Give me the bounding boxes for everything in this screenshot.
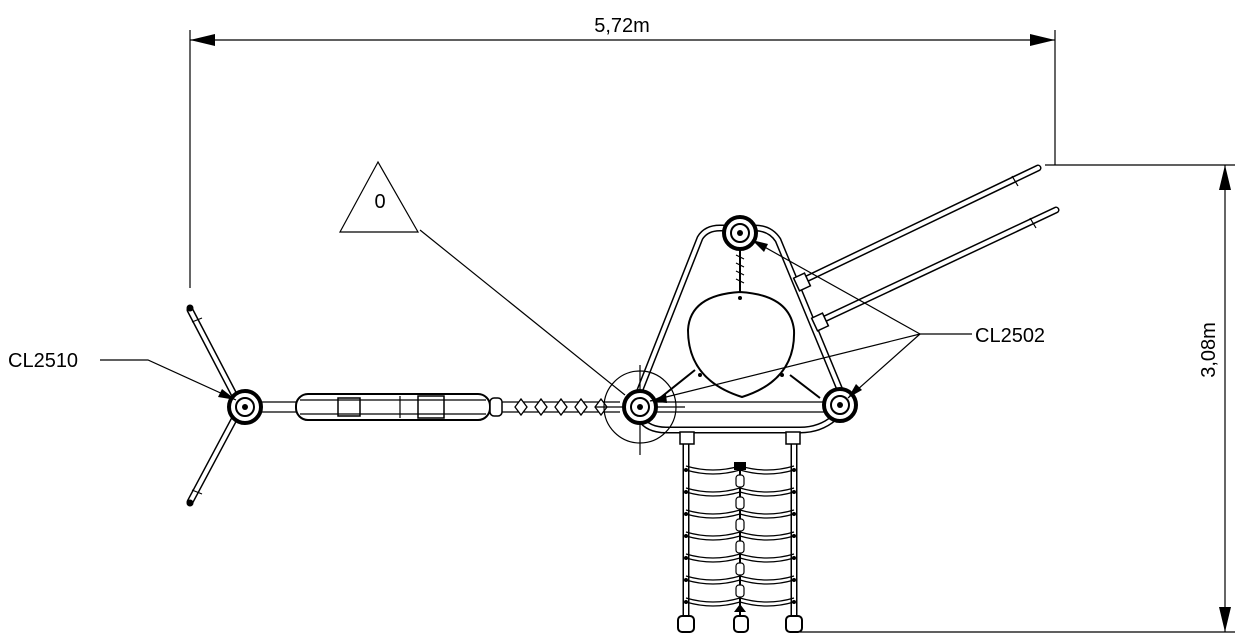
climbing-net bbox=[677, 431, 803, 633]
post-centre bbox=[595, 365, 685, 455]
callout-cl2502: CL2502 bbox=[649, 239, 1045, 403]
width-dimension: 5,72m bbox=[189, 15, 1056, 288]
post-right bbox=[822, 387, 858, 423]
angled-rails bbox=[792, 164, 1060, 332]
callout-cl2510-label: CL2510 bbox=[8, 350, 78, 372]
post-top bbox=[722, 215, 758, 251]
left-tripod-structure bbox=[186, 304, 242, 507]
width-dimension-label: 5,72m bbox=[594, 15, 650, 37]
post-left bbox=[227, 389, 263, 425]
reference-marker-label: 0 bbox=[374, 191, 385, 213]
callout-cl2510: CL2510 bbox=[8, 350, 237, 401]
reference-marker: 0 bbox=[338, 160, 626, 396]
connecting-bridge bbox=[262, 393, 620, 421]
central-dome bbox=[659, 250, 821, 399]
height-dimension-label: 3,08m bbox=[1198, 322, 1220, 378]
height-dimension: 3,08m bbox=[800, 164, 1235, 633]
callout-cl2502-label: CL2502 bbox=[975, 325, 1045, 347]
